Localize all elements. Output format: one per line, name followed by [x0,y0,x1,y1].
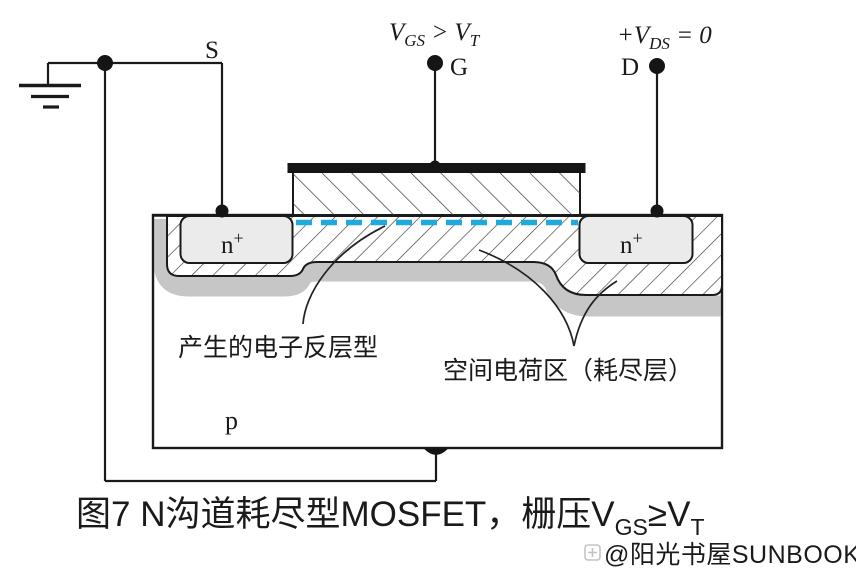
drain-bias-v: +V [617,22,652,49]
gate-bias-sub: GS [404,31,425,50]
caption-mid: ≥V [648,495,691,534]
gate-terminal-label: G [450,54,468,81]
watermark-icon [584,544,601,561]
inversion-layer-annotation: 产生的电子反层型 [178,334,378,362]
circuit-wiring [46,61,659,483]
source-terminal-label: S [205,37,219,64]
drain-terminal-dot [649,58,665,74]
figure-caption: 图7 N沟道耗尽型MOSFET，栅压VGS≥VT [76,495,705,540]
caption-v1: V [591,495,615,534]
watermark: @阳光书屋SUNBOOK [584,541,856,569]
n-right-base: n [620,232,633,259]
n-right-sup: + [633,228,643,248]
drain-contact-dot [650,204,664,218]
ground-junction-dot [97,55,113,71]
ground-icon [19,83,81,109]
gate-bias-label: VGS > VT [389,19,481,50]
body-contact-bump [424,448,448,455]
depletion-shadow [154,219,721,317]
caption-sub2: T [690,514,704,540]
n-plus-left-label: n+ [221,228,244,259]
n-plus-right-label: n+ [620,228,643,259]
gate-terminal-dot [427,55,443,71]
p-substrate-label: p [225,406,238,435]
gate-electrode-dot [429,160,441,172]
caption-prefix: 图7 N沟道耗尽型MOSFET，栅压 [76,495,591,534]
n-left-base: n [221,232,234,259]
drain-bias-label: +VDS = 0 [617,22,712,53]
drain-terminal-label: D [621,54,639,81]
gate-bias-sub2: T [470,31,481,50]
gate-oxide [292,171,581,216]
drain-bias-tail: = 0 [670,22,712,49]
watermark-text: @阳光书屋SUNBOOK [604,541,856,569]
depletion-leader-pointer [478,249,618,347]
n-left-sup: + [234,228,244,248]
gate-bias-mid: > V [425,19,472,46]
depletion-region-annotation: 空间电荷区（耗尽层） [443,357,693,385]
inversion-leader-line [302,225,386,325]
caption-sub1: GS [615,514,648,540]
drain-bias-sub: DS [648,34,670,53]
gate-bias-v: V [389,19,407,46]
connection-dots [97,55,665,455]
source-contact-dot [215,204,229,218]
